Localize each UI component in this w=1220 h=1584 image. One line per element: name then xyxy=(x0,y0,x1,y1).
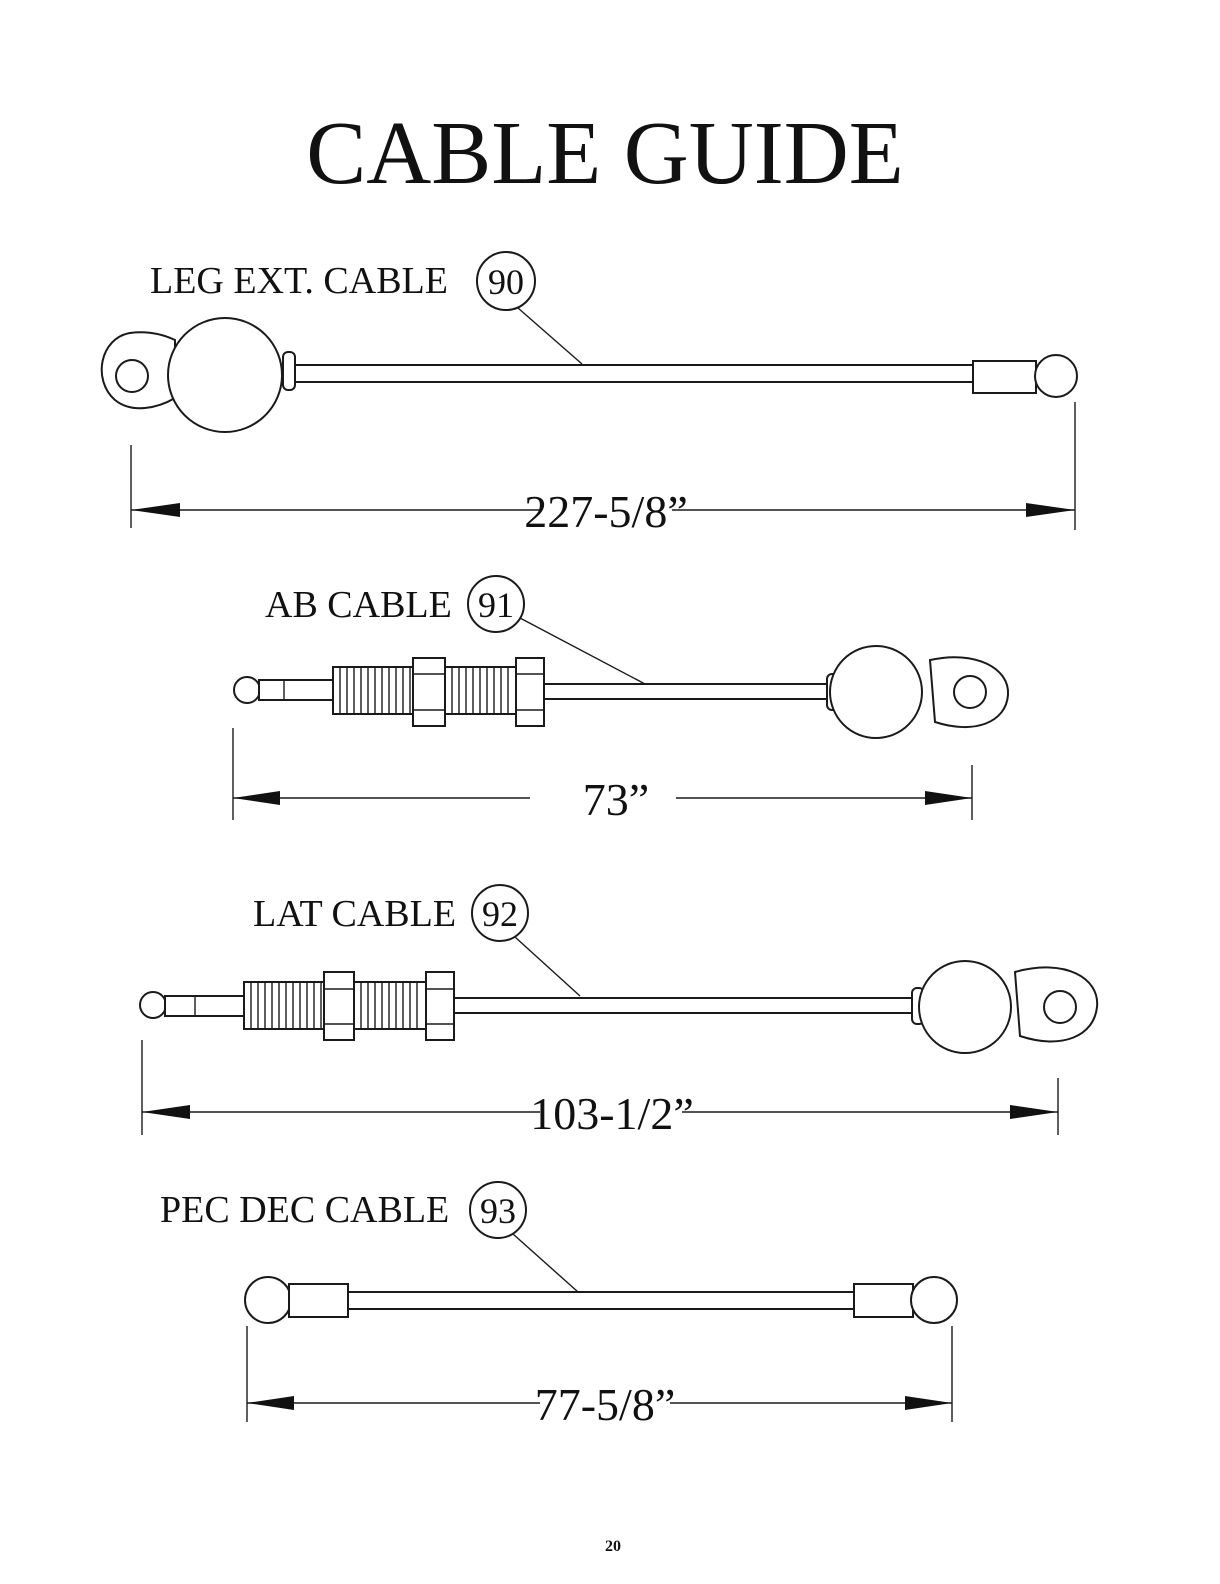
cable-90-dimension: 227-5/8” xyxy=(131,402,1075,537)
cable-91-dimension: 73” xyxy=(233,728,972,825)
cable-92-length: 103-1/2” xyxy=(530,1088,694,1139)
cable-93-dimension: 77-5/8” xyxy=(247,1326,952,1430)
callout-90-leader xyxy=(518,308,582,364)
ball-fitting xyxy=(919,961,1011,1053)
cable-body xyxy=(544,684,828,699)
callout-92-number: 92 xyxy=(482,894,518,934)
cable-91-length: 73” xyxy=(583,774,649,825)
callout-91-number: 91 xyxy=(478,585,514,625)
end-ball xyxy=(234,677,260,703)
callout-93-leader xyxy=(513,1234,578,1292)
ferrule-collar xyxy=(283,352,295,390)
cable-90-leg-ext: LEG EXT. CABLE 90 227-5/8” xyxy=(102,252,1077,537)
page-number: 20 xyxy=(605,1538,621,1555)
cable-93-pec-dec: PEC DEC CABLE 93 77-5/8” xyxy=(160,1182,957,1430)
cable-body xyxy=(348,1292,854,1309)
ball-fitting xyxy=(830,646,922,738)
hex-nut xyxy=(413,658,445,726)
hex-nut xyxy=(516,658,544,726)
eyelet-end xyxy=(930,657,1008,727)
end-ball xyxy=(140,992,166,1018)
eyelet-end xyxy=(102,332,175,408)
end-ball xyxy=(1035,355,1077,397)
callout-93-number: 93 xyxy=(480,1191,516,1231)
callout-92-leader xyxy=(515,937,580,996)
cable-90-length: 227-5/8” xyxy=(524,486,688,537)
cable-93-drawing xyxy=(245,1277,957,1323)
cable-92-name: LAT CABLE xyxy=(253,893,456,935)
end-ball xyxy=(245,1277,291,1323)
cable-90-drawing xyxy=(102,318,1077,432)
threaded-rod xyxy=(445,667,517,714)
hex-nut xyxy=(426,972,454,1040)
end-ball xyxy=(911,1277,957,1323)
end-sleeve xyxy=(165,996,245,1016)
end-sleeve xyxy=(854,1284,913,1317)
cable-91-drawing xyxy=(234,646,1008,738)
cable-93-name: PEC DEC CABLE xyxy=(160,1189,449,1231)
cable-93-length: 77-5/8” xyxy=(535,1379,676,1430)
page-title: CABLE GUIDE xyxy=(306,104,903,203)
cable-90-name: LEG EXT. CABLE xyxy=(150,260,448,302)
end-sleeve xyxy=(973,361,1036,393)
ball-fitting xyxy=(168,318,282,432)
cable-body xyxy=(454,998,914,1013)
end-sleeve xyxy=(289,1284,348,1317)
eyelet-end xyxy=(1015,967,1097,1041)
callout-90-number: 90 xyxy=(488,262,524,302)
hex-nut xyxy=(324,972,354,1040)
cable-92-lat: LAT CABLE 92 xyxy=(140,885,1097,1139)
cable-91-name: AB CABLE xyxy=(265,584,452,626)
end-sleeve xyxy=(259,680,334,700)
cable-92-drawing xyxy=(140,961,1097,1053)
cable-91-ab: AB CABLE 91 xyxy=(233,576,1008,825)
cable-body xyxy=(295,365,973,382)
cable-92-dimension: 103-1/2” xyxy=(142,1040,1058,1139)
